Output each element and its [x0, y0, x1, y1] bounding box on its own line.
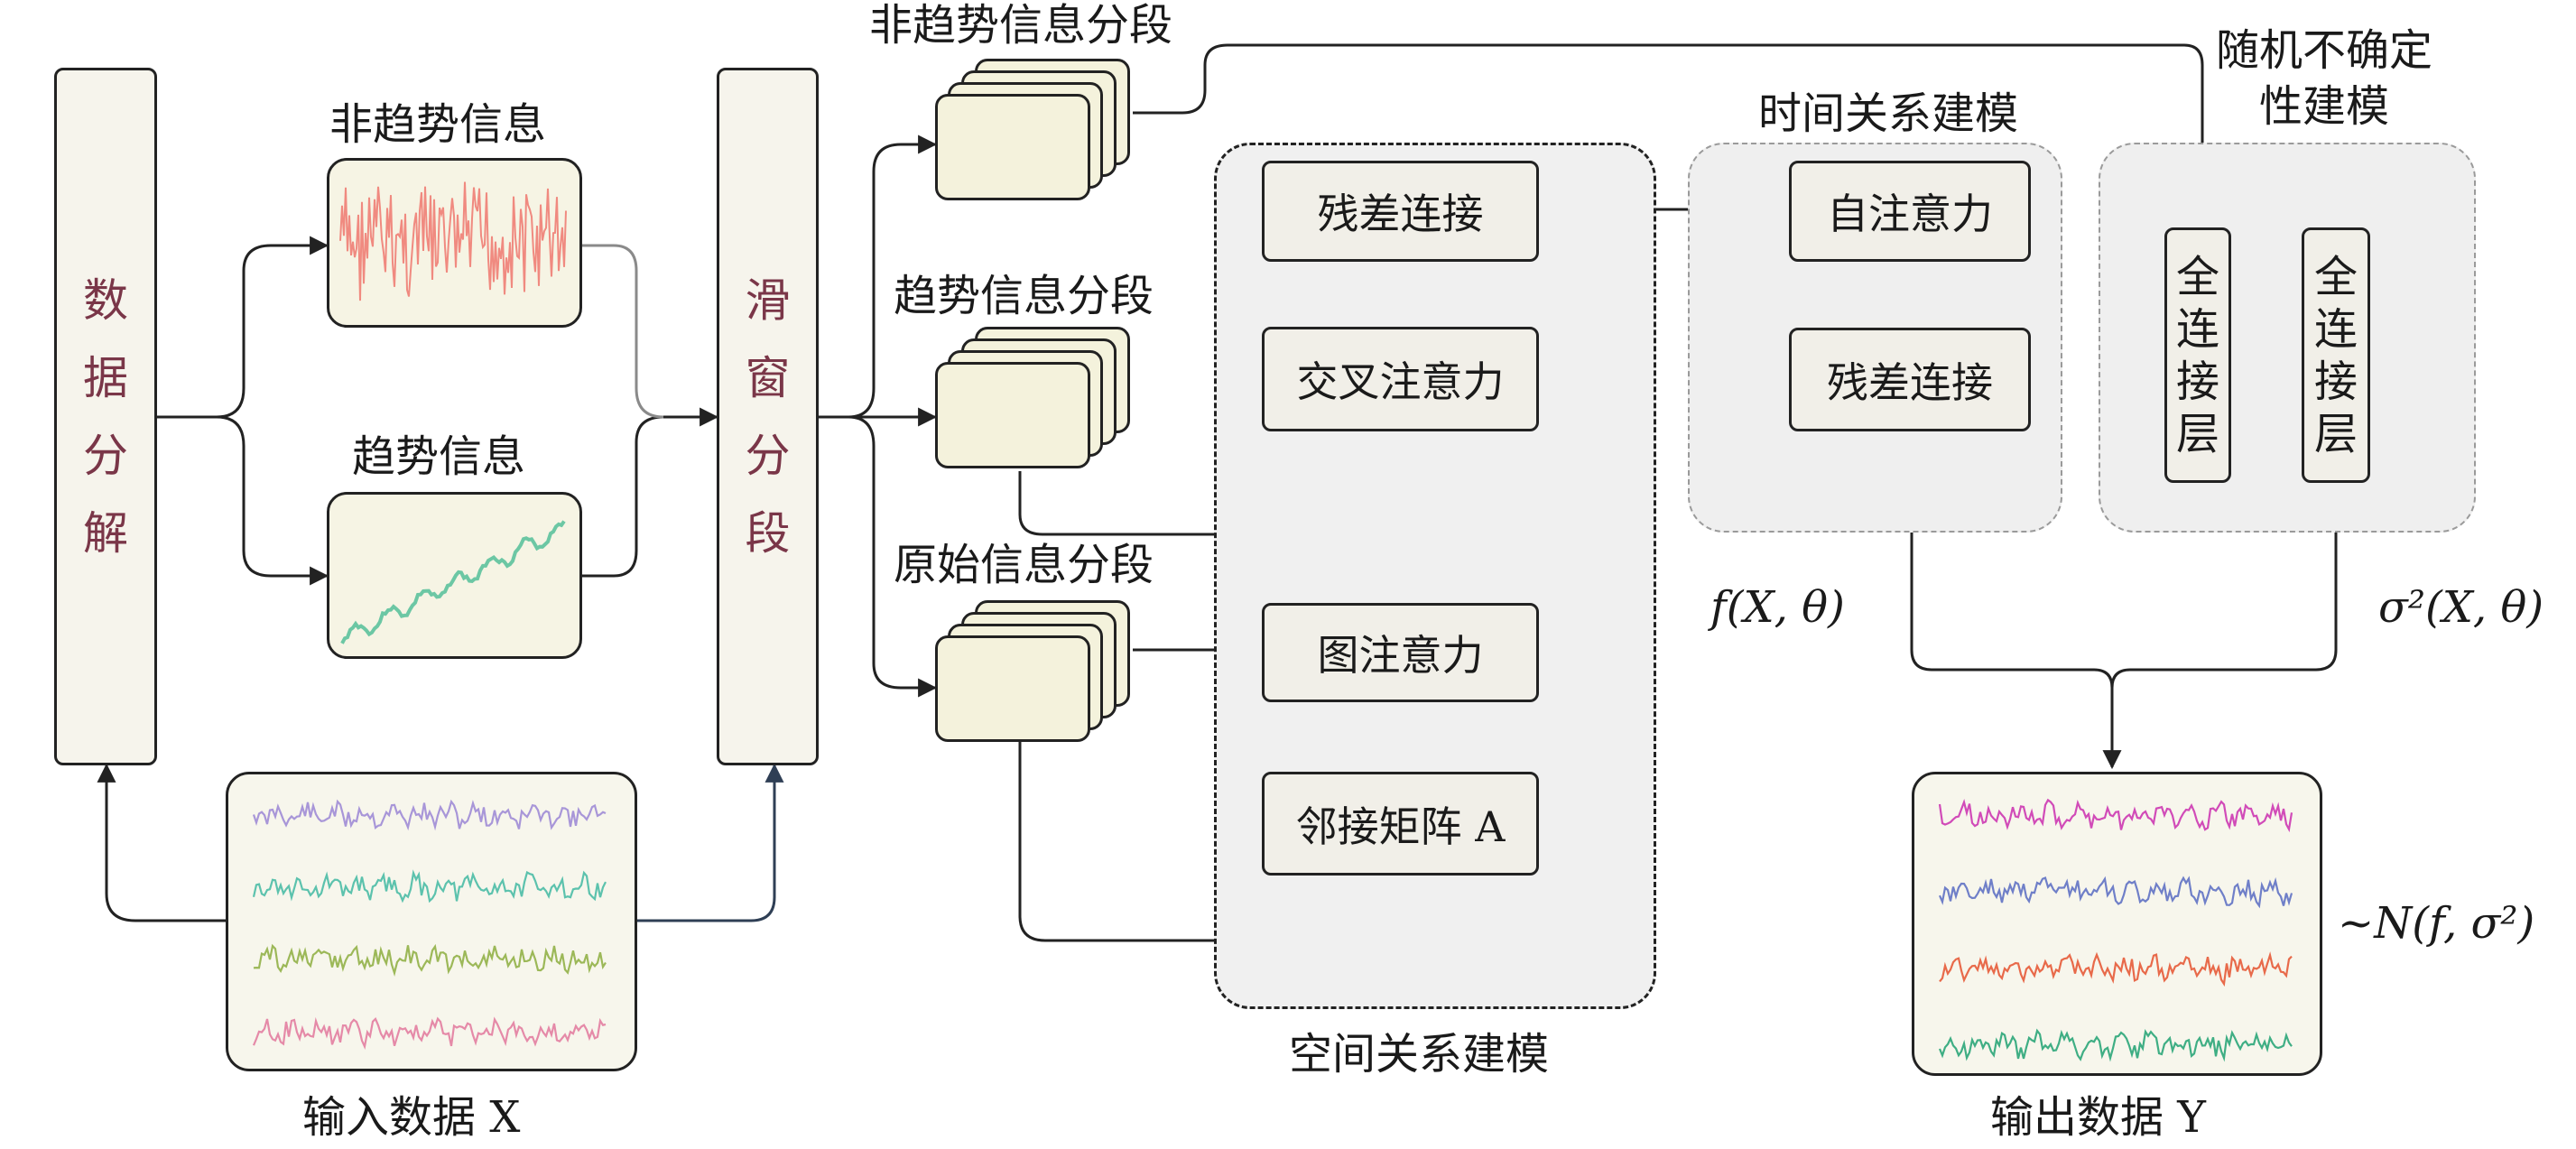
trend-waveform: [340, 520, 566, 644]
trend-info-label: 趋势信息: [352, 431, 526, 482]
temporal-residual-connection: 残差连接: [1789, 328, 2031, 431]
mean-function-label: f(X, θ): [1710, 582, 1845, 633]
sliding-window-box: 滑窗分段: [717, 68, 819, 765]
spatial-modeling-title: 空间关系建模: [1289, 1029, 1550, 1080]
data-decomposition-box: 数据分解: [54, 68, 157, 765]
uncertainty-modeling-title: 随机不确定性建模: [2215, 25, 2432, 132]
self-attention: 自注意力: [1789, 161, 2031, 262]
waveform-line: [252, 1016, 607, 1050]
waveform-line: [1938, 1028, 2293, 1062]
original-segments-label: 原始信息分段: [894, 540, 1154, 590]
output-distribution-label: ~N(f, σ²): [2338, 898, 2535, 949]
sliding-window-label: 滑窗分段: [745, 273, 791, 560]
input-data-label: 输入数据 X: [302, 1092, 521, 1143]
nontrend-waveform: [339, 181, 567, 301]
nontrend-info-label: 非趋势信息: [329, 99, 547, 150]
adjacency-matrix: 邻接矩阵 A: [1262, 772, 1539, 876]
temporal-modeling-title: 时间关系建模: [1758, 88, 2019, 139]
input-data-plot: [226, 772, 637, 1071]
variance-function-label: σ²(X, θ): [2378, 582, 2544, 633]
waveform-line: [1938, 798, 2293, 833]
waveform-line: [252, 799, 607, 831]
fully-connected-layer-1: 全连接层: [2164, 227, 2231, 483]
spatial-modeling-panel: [1214, 143, 1656, 1009]
graph-attention: 图注意力: [1262, 603, 1539, 702]
waveform-line: [1938, 876, 2293, 909]
nontrend-segments-label: 非趋势信息分段: [869, 0, 1173, 51]
uncertainty-modeling-panel: [2099, 143, 2476, 533]
cross-attention: 交叉注意力: [1262, 327, 1539, 431]
output-waveforms: [1938, 798, 2293, 1062]
waveform-line: [253, 943, 607, 978]
trend-info-plot: [327, 492, 582, 659]
data-decomposition-label: 数据分解: [83, 273, 128, 560]
fully-connected-layer-2: 全连接层: [2302, 227, 2370, 483]
input-waveforms: [252, 799, 607, 1050]
waveform-line: [1939, 951, 2293, 987]
nontrend-info-plot: [327, 158, 582, 328]
trend-segments-label: 趋势信息分段: [894, 271, 1154, 321]
output-data-plot: [1912, 772, 2322, 1076]
waveform-line: [252, 869, 607, 903]
spatial-residual-connection: 残差连接: [1262, 161, 1539, 262]
output-data-label: 输出数据 Y: [1990, 1092, 2206, 1143]
